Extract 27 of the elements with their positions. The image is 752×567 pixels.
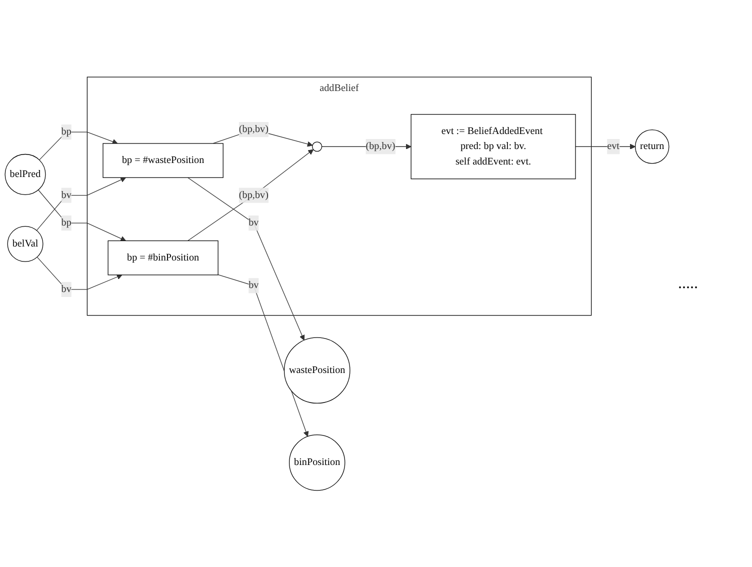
node-circle: belPred [4,154,46,195]
arrow [38,189,126,241]
node-circle: wastePosition [284,336,350,404]
node-box: bp = #binPosition [108,240,218,275]
arrow [36,256,122,290]
edge-label: (bp,bv) [238,124,268,134]
node-box: evt := BeliefAddedEvent pred: bp val: bv. self addEvent: evt. [410,114,576,179]
arrow [36,176,126,230]
note: ..... [678,274,699,292]
node-circle: return [634,129,670,164]
edge-label: bv [248,217,259,228]
edge-label: evt [607,140,620,152]
edge-label: (bp,bv) [366,140,396,152]
edge-label: (bp,bv) [238,189,268,200]
edge-label: bp [61,217,72,228]
arrow [39,132,118,160]
edge-label: bv [61,284,72,294]
edge-label: bv [248,280,259,290]
arrow [218,274,309,436]
edge-label: bv [61,189,72,200]
arrow [187,177,305,340]
node-circle: binPosition [288,434,346,490]
node-box: bp = #wastePosition [102,142,224,178]
node-circle: belVal [7,226,44,262]
arrow [187,149,314,241]
edge-label: bp [61,126,72,137]
node-circle [312,141,322,152]
